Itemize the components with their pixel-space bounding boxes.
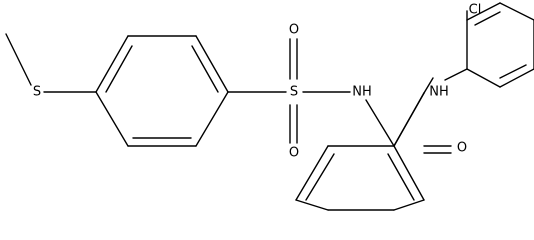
bond-methyl: [5, 33, 32, 86]
bond-nh-ring: [365, 99, 395, 147]
atom-o-carbonyl: O: [457, 141, 467, 156]
atom-nh-sulfonamide: NH: [352, 85, 372, 100]
ring-chlorophenyl: [466, 2, 534, 88]
molecule-drawing: S S O O NH NH O Cl: [5, 2, 534, 211]
atom-o-sulfonyl-top: O: [289, 23, 299, 38]
ring-methylthiophenyl: [95, 35, 229, 147]
structure-canvas: S S O O NH NH O Cl: [5, 2, 534, 211]
bond-nh-chlorophenyl: [444, 68, 468, 81]
atom-s-sulfonyl: S: [290, 85, 298, 100]
bond-c-nh-amide: [423, 77, 434, 94]
atom-nh-amide: NH: [429, 85, 449, 100]
atom-cl: Cl: [469, 3, 482, 18]
bond-carbonyl-c-ring: [393, 92, 425, 147]
ring-benzamide: [295, 92, 425, 211]
atom-s-methylthio: S: [33, 85, 41, 100]
atom-o-sulfonyl-bottom: O: [289, 146, 299, 161]
